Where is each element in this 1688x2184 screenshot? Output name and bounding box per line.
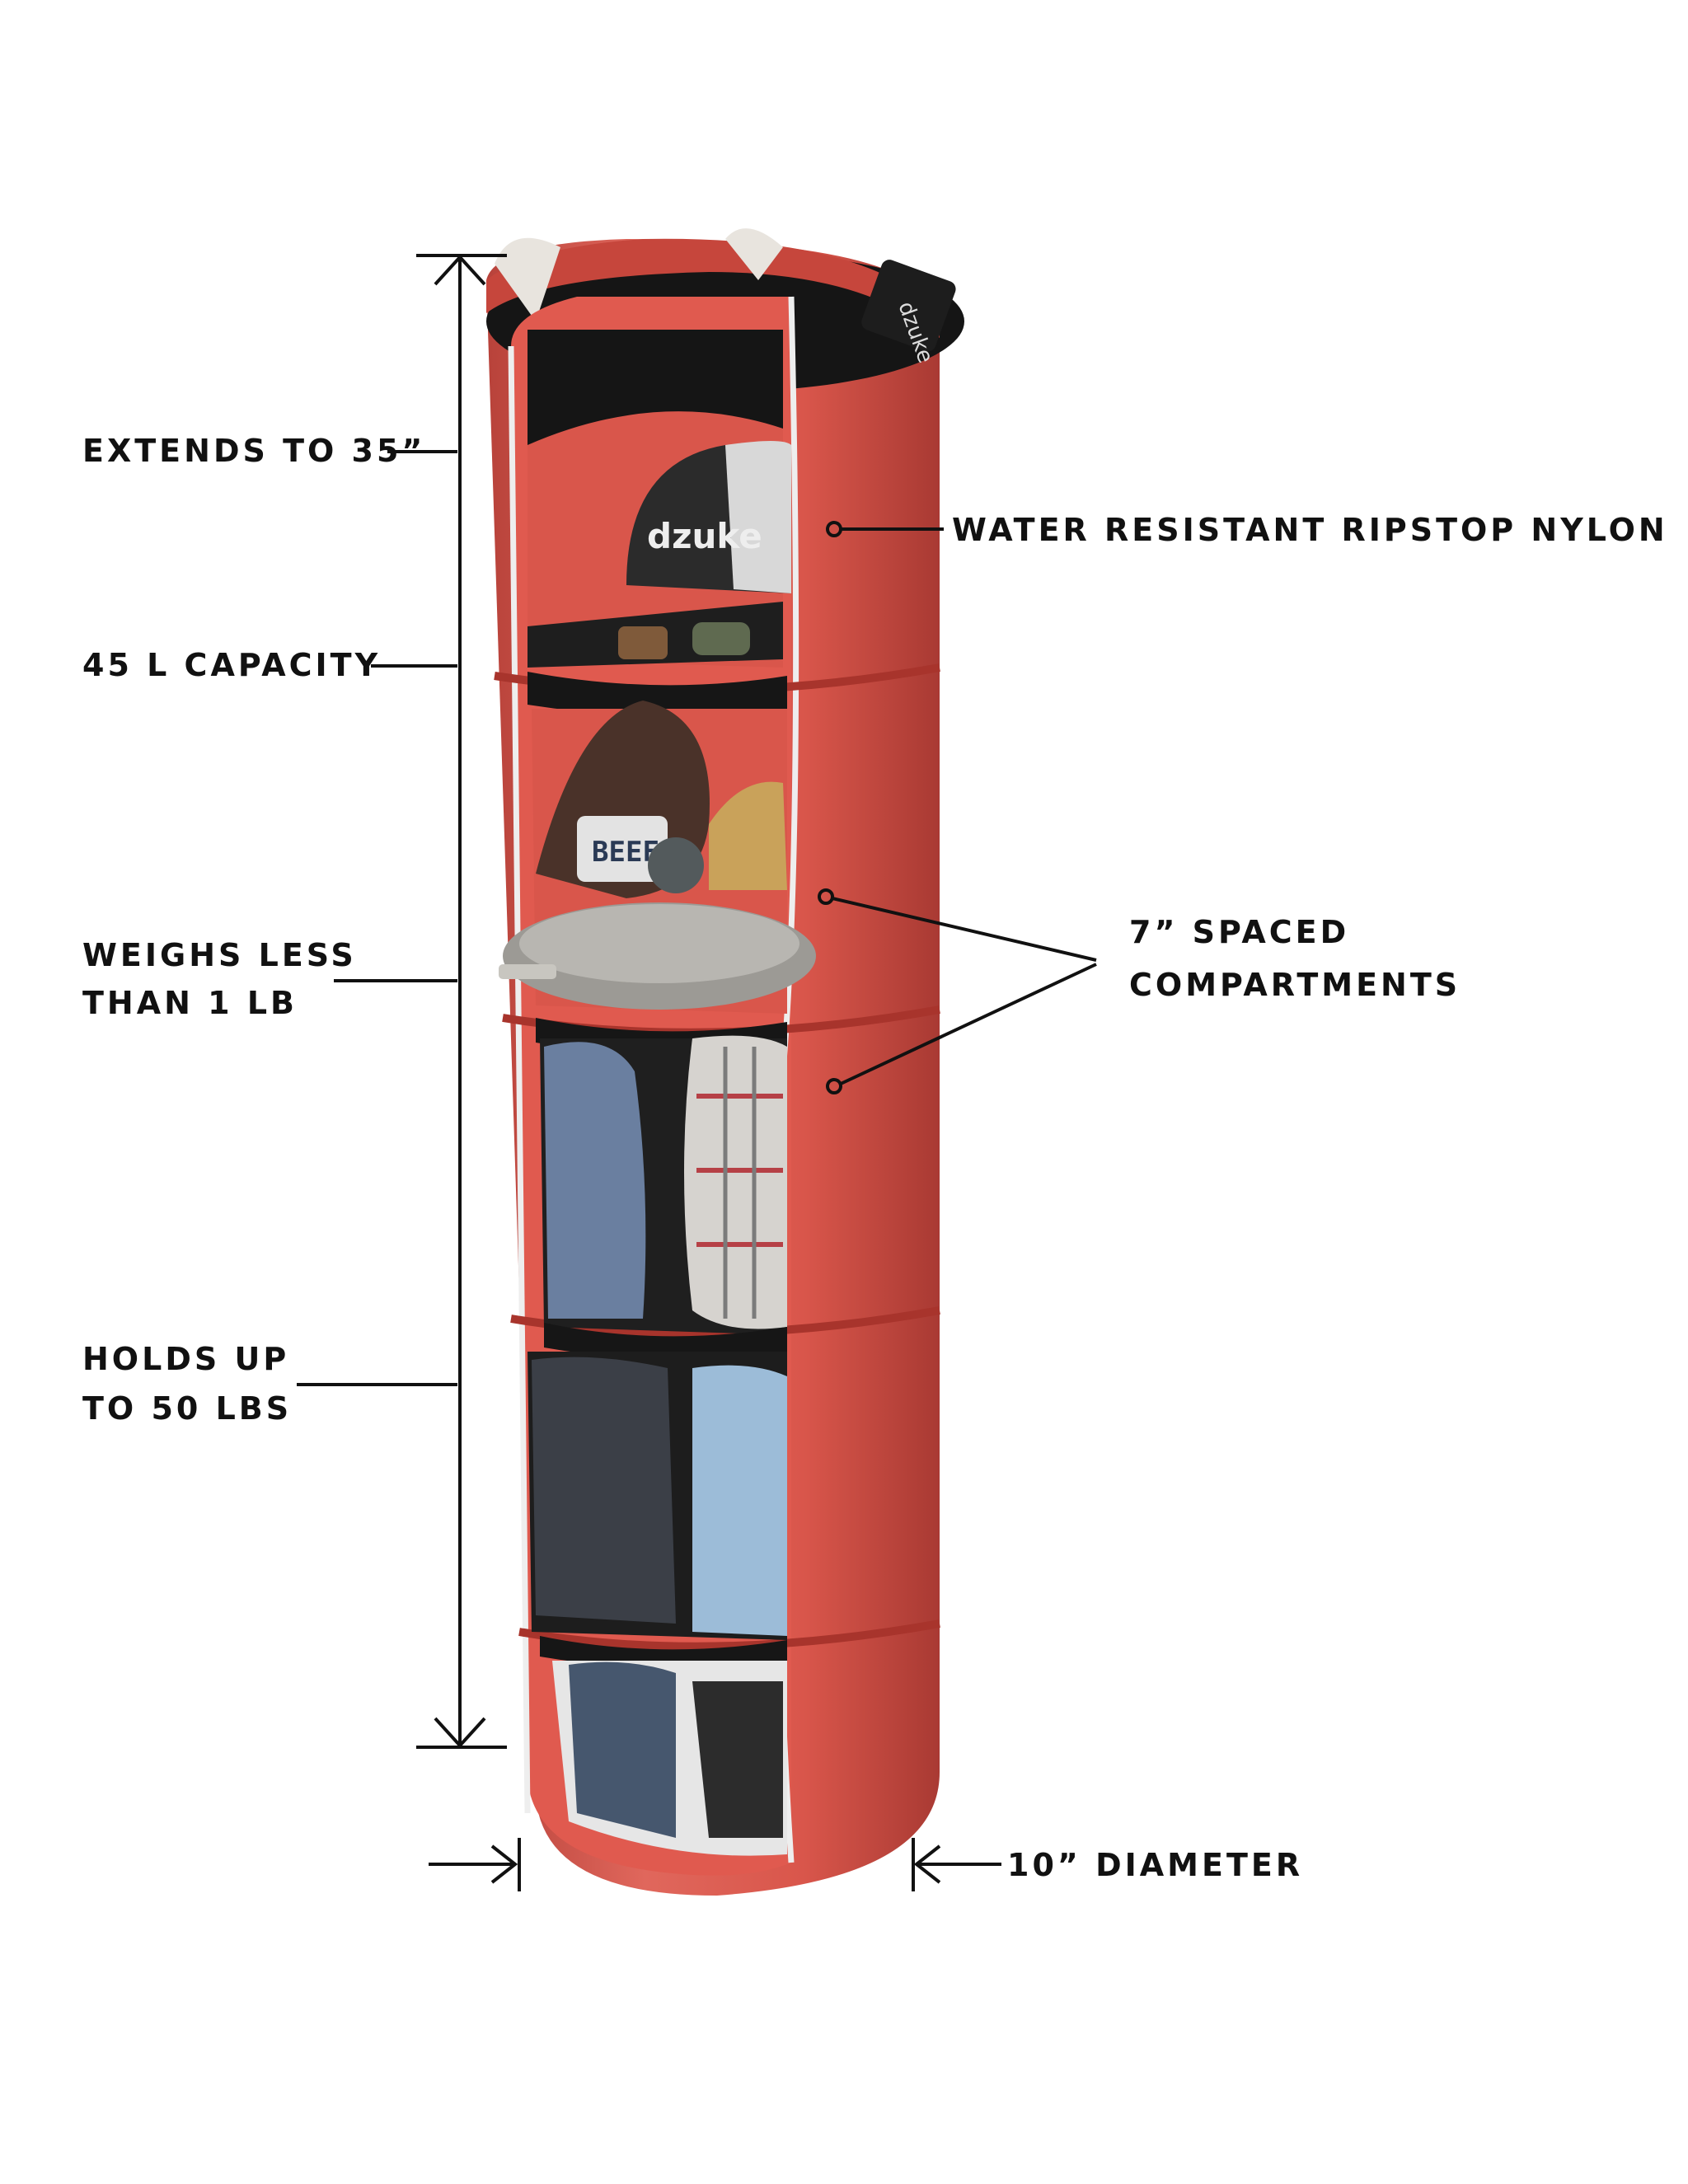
hat: dzuke (626, 441, 791, 593)
hat-logo: dzuke (647, 516, 762, 556)
dimension-diameter (429, 1838, 1001, 1891)
diameter-label: 10” DIAMETER (1007, 1847, 1304, 1883)
weight-label-line2: THAN 1 LB (82, 985, 298, 1021)
weight-label-line1: WEIGHS LESS (82, 937, 357, 973)
dimension-height (416, 254, 507, 1749)
material-label: WATER RESISTANT RIPSTOP NYLON (952, 512, 1668, 548)
organizer-body: dzuke dzuke (486, 228, 964, 1896)
load-label-line2: TO 50 LBS (82, 1390, 293, 1427)
spacing-label-line2: COMPARTMENTS (1129, 967, 1461, 1003)
spacing-label-line1: 7” SPACED (1129, 914, 1350, 950)
capacity-label: 45 L CAPACITY (82, 647, 382, 683)
leader-lines (297, 450, 1097, 1386)
load-label-line1: HOLDS UP (82, 1341, 290, 1377)
height-label: EXTENDS TO 35” (82, 433, 426, 469)
